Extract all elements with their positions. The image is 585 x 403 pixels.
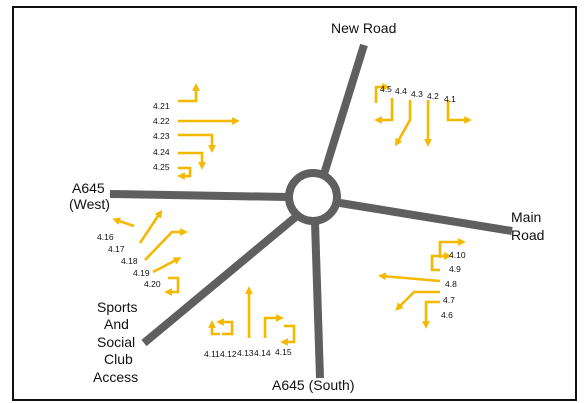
road-a645-west (109, 190, 289, 201)
arrow-4-7 (395, 290, 440, 311)
arrow-4-8 (378, 272, 441, 283)
label-sports-line5: Access (93, 369, 138, 385)
label-new-road: New Road (331, 20, 396, 36)
movement-label-4-21: 4.21 (153, 101, 170, 111)
label-a645-south: A645 (South) (272, 377, 355, 393)
arrow-4-9 (430, 252, 452, 272)
movement-label-4-1: 4.1 (444, 94, 456, 104)
road-new-road (320, 43, 368, 176)
movement-label-4-18: 4.18 (121, 256, 138, 266)
road-labels: New Road Main Road A645 (West) A645 (Sou… (69, 20, 544, 393)
movement-label-4-24: 4.24 (153, 147, 170, 157)
arrow-4-15 (280, 324, 296, 346)
road-main-road (339, 199, 513, 235)
arrow-4-10 (438, 238, 466, 258)
arrow-4-1 (446, 100, 472, 124)
arrow-4-14 (263, 314, 284, 338)
arrow-4-23 (178, 133, 216, 153)
arrow-4-3 (395, 100, 412, 147)
movement-label-4-13: 4.13 (237, 348, 254, 358)
arrow-4-19 (152, 257, 182, 274)
movement-label-4-22: 4.22 (153, 116, 170, 126)
movements-a645-west-south: 4.16 4.17 4.18 4.19 4.20 (97, 209, 188, 296)
arrow-4-4 (374, 98, 394, 124)
movement-label-4-16: 4.16 (97, 232, 114, 242)
movement-label-4-4: 4.4 (395, 86, 407, 96)
movements-south: 4.11 4.12 4.13 4.14 4.15 (204, 286, 296, 359)
movement-label-4-20: 4.20 (144, 279, 161, 289)
movement-label-4-19: 4.19 (133, 268, 150, 278)
arrow-4-21 (178, 83, 200, 103)
label-sports-line2: And (104, 316, 129, 332)
roundabout (285, 169, 341, 225)
road-a645-south (311, 221, 324, 379)
movements-a645-west-north: 4.21 4.22 4.23 4.24 4.25 (153, 83, 240, 180)
label-sports-line1: Sports (97, 299, 137, 315)
arrow-4-12 (216, 318, 234, 336)
movement-label-4-5: 4.5 (380, 84, 392, 94)
movement-label-4-11: 4.11 (204, 349, 220, 359)
movement-label-4-25: 4.25 (153, 162, 170, 172)
movement-label-4-15: 4.15 (275, 347, 292, 357)
label-main-road-line2: Road (511, 227, 544, 243)
movements-new-road: 4.5 4.4 4.3 4.2 4.1 (374, 83, 472, 147)
movement-label-4-17: 4.17 (108, 244, 125, 254)
arrow-4-6 (422, 300, 440, 329)
movements-main-road: 4.10 4.9 4.8 4.7 4.6 (378, 238, 466, 329)
arrow-4-18 (144, 228, 188, 261)
arrow-4-16 (112, 217, 135, 228)
movement-label-4-10: 4.10 (449, 250, 466, 260)
movement-label-4-23: 4.23 (153, 131, 170, 141)
movement-label-4-2: 4.2 (427, 91, 439, 101)
label-sports-line4: Club (104, 351, 133, 367)
movement-label-4-12: 4.12 (220, 349, 237, 359)
movement-label-4-14: 4.14 (254, 348, 271, 358)
diagram-frame (12, 6, 577, 401)
arrow-4-11 (208, 320, 220, 336)
movement-label-4-7: 4.7 (443, 295, 455, 305)
movement-label-4-3: 4.3 (411, 89, 423, 99)
movement-label-4-6: 4.6 (441, 310, 453, 320)
arrow-4-20 (164, 276, 180, 296)
road-sports-access (141, 211, 301, 347)
arrow-4-5 (374, 83, 390, 103)
arrow-4-17 (138, 209, 163, 244)
arrow-4-24 (178, 151, 206, 170)
movement-label-4-8: 4.8 (445, 279, 457, 289)
label-a645-west-line1: A645 (72, 180, 105, 196)
arrow-4-25 (177, 166, 192, 180)
label-sports-line3: Social (97, 334, 135, 350)
movement-label-4-9: 4.9 (449, 264, 461, 274)
roads (109, 43, 513, 379)
label-main-road-line1: Main (511, 209, 541, 225)
label-a645-west-line2: (West) (69, 196, 110, 212)
